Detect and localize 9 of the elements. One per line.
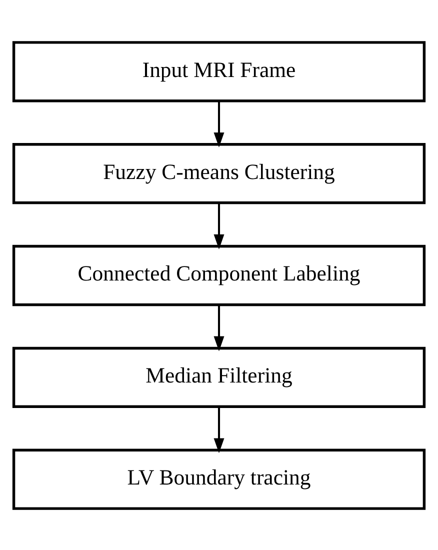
node-box: LV Boundary tracing	[12, 448, 426, 510]
node-box: Connected Component Labeling	[12, 244, 426, 306]
node-box: Input MRI Frame	[12, 40, 426, 102]
arrow	[214, 304, 224, 351]
arrow	[214, 100, 224, 147]
arrow	[214, 202, 224, 249]
arrow	[214, 406, 224, 453]
node-box: Median Filtering	[12, 346, 426, 408]
node-box: Fuzzy C-means Clustering	[12, 142, 426, 204]
